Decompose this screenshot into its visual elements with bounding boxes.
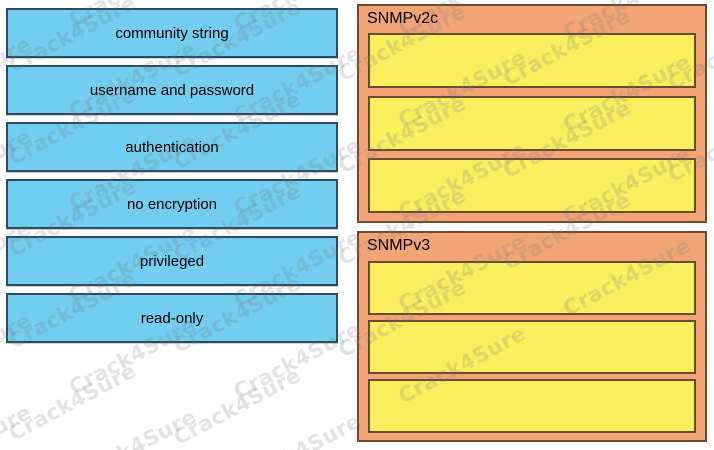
dropzone-snmpv2c-2[interactable] <box>368 95 696 151</box>
source-item-label: community string <box>115 24 229 42</box>
source-item-label: no encryption <box>126 195 218 213</box>
dropzone-snmpv3-3[interactable] <box>368 379 696 433</box>
dropzone-snmpv3-2[interactable] <box>368 320 696 374</box>
dropzone-snmpv2c-3[interactable] <box>368 158 696 213</box>
source-item-label: read-only <box>140 309 204 327</box>
target-panel-snmpv3: SNMPv3 <box>357 231 707 442</box>
source-item-username-and-password[interactable]: username and password <box>6 65 338 115</box>
dropzone-snmpv2c-1[interactable] <box>368 33 696 88</box>
dropzone-list-snmpv3 <box>368 261 696 433</box>
panel-title-snmpv2c: SNMPv2c <box>367 10 439 27</box>
source-item-label: privileged <box>139 252 205 270</box>
target-panel-snmpv2c: SNMPv2c <box>357 4 707 223</box>
dropzone-list-snmpv2c <box>368 33 696 213</box>
panel-title-snmpv3: SNMPv3 <box>367 237 431 254</box>
source-item-no-encryption[interactable]: no encryption <box>6 179 338 229</box>
source-item-read-only[interactable]: read-only <box>6 293 338 343</box>
source-item-authentication[interactable]: authentication <box>6 122 338 172</box>
source-item-community-string[interactable]: community string <box>6 8 338 58</box>
source-item-label: authentication <box>125 138 219 156</box>
source-item-label: username and password <box>89 81 255 99</box>
source-item-privileged[interactable]: privileged <box>6 236 338 286</box>
dropzone-snmpv3-1[interactable] <box>368 261 696 315</box>
source-item-bank: community string username and password a… <box>6 8 338 350</box>
